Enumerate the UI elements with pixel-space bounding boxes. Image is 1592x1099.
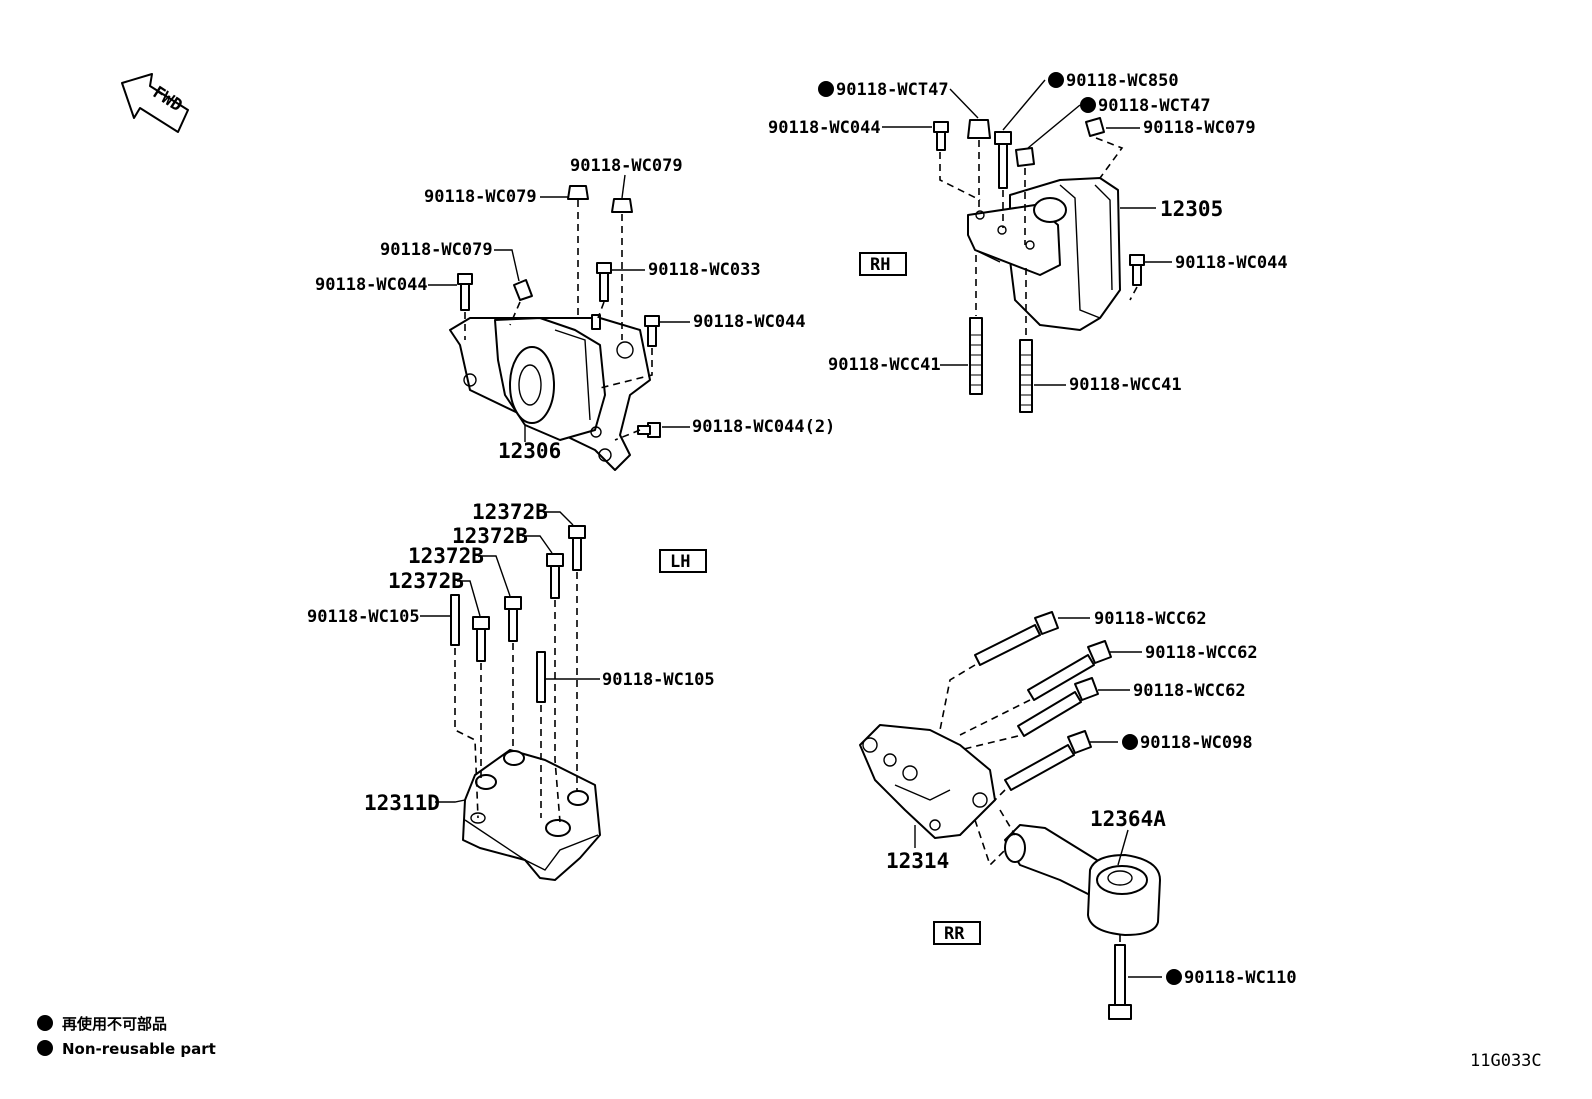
part-label-12311d: 12311D: [364, 791, 440, 815]
label-90118-wc044: 90118-WC044: [693, 312, 806, 332]
non-reusable-dot-icon: [1166, 969, 1182, 985]
lower-mount-assembly: LH 12372B: [307, 500, 715, 881]
section-label-rr: RR: [944, 924, 965, 944]
part-label-12372b: 12372B: [388, 569, 464, 593]
figure-code: 11G033C: [1470, 1051, 1542, 1071]
label-90118-wcc41: 90118-WCC41: [828, 355, 941, 375]
bolt-icon: [974, 611, 1112, 791]
part-label-12364a: 12364A: [1090, 807, 1166, 831]
non-reusable-dot-icon: [1080, 97, 1096, 113]
label-90118-wct47: 90118-WCT47: [836, 80, 949, 100]
label-90118-wcc62: 90118-WCC62: [1133, 681, 1246, 701]
part-label-12306: 12306: [498, 439, 561, 463]
nut-icon: [967, 117, 1105, 167]
fwd-arrow-icon: FWD: [121, 73, 189, 133]
label-90118-wc033: 90118-WC033: [648, 260, 761, 280]
non-reusable-dot-icon: [37, 1040, 53, 1056]
label-90118-wct47: 90118-WCT47: [1098, 96, 1211, 116]
part-label-12372b: 12372B: [472, 500, 548, 524]
non-reusable-dot-icon: [37, 1015, 53, 1031]
label-90118-wc044: 90118-WC044: [768, 118, 881, 138]
section-label-rh: RH: [870, 255, 890, 275]
section-box-lh: [659, 549, 707, 573]
label-90118-wc850: 90118-WC850: [1066, 71, 1179, 91]
nut-icon: [513, 185, 633, 301]
label-90118-wc044: 90118-WC044: [315, 275, 428, 295]
label-90118-wc105: 90118-WC105: [307, 607, 420, 627]
bolt-icon: [457, 262, 661, 438]
label-90118-wc098: 90118-WC098: [1140, 733, 1253, 753]
label-90118-wc079: 90118-WC079: [380, 240, 493, 260]
section-label-lh: LH: [670, 552, 690, 572]
non-reusable-dot-icon: [1048, 72, 1064, 88]
label-90118-wc079: 90118-WC079: [1143, 118, 1256, 138]
label-90118-wc079: 90118-WC079: [424, 187, 537, 207]
label-90118-wc110: 90118-WC110: [1184, 968, 1297, 988]
legend: 再使用不可部品 Non-reusable part: [37, 1015, 216, 1058]
bolt-icon: [450, 525, 586, 703]
part-label-12372b: 12372B: [408, 544, 484, 568]
part-label-12314: 12314: [886, 849, 949, 873]
label-90118-wc105: 90118-WC105: [602, 670, 715, 690]
label-90118-wc044: 90118-WC044: [1175, 253, 1288, 273]
part-label-12372b: 12372B: [452, 524, 528, 548]
section-box-rr: [933, 921, 981, 945]
label-90118-wcc41: 90118-WCC41: [1069, 375, 1182, 395]
label-90118-wcc62: 90118-WCC62: [1145, 643, 1258, 663]
non-reusable-dot-icon: [1122, 734, 1138, 750]
non-reusable-dot-icon: [818, 81, 834, 97]
rr-mount-assembly: RR: [859, 609, 1297, 1020]
label-90118-wcc62: 90118-WCC62: [1094, 609, 1207, 629]
label-90118-wc044-2: 90118-WC044(2): [692, 417, 835, 437]
legend-jp: 再使用不可部品: [62, 1015, 167, 1033]
lh-mount-assembly: 90118-WC079 90118-WC079 90118-WC079 9011…: [315, 156, 835, 471]
part-label-12305: 12305: [1160, 197, 1223, 221]
legend-en: Non-reusable part: [62, 1040, 216, 1058]
label-90118-wc079: 90118-WC079: [570, 156, 683, 176]
rh-mount-assembly: RH: [768, 71, 1288, 413]
section-box-rh: [859, 252, 907, 276]
